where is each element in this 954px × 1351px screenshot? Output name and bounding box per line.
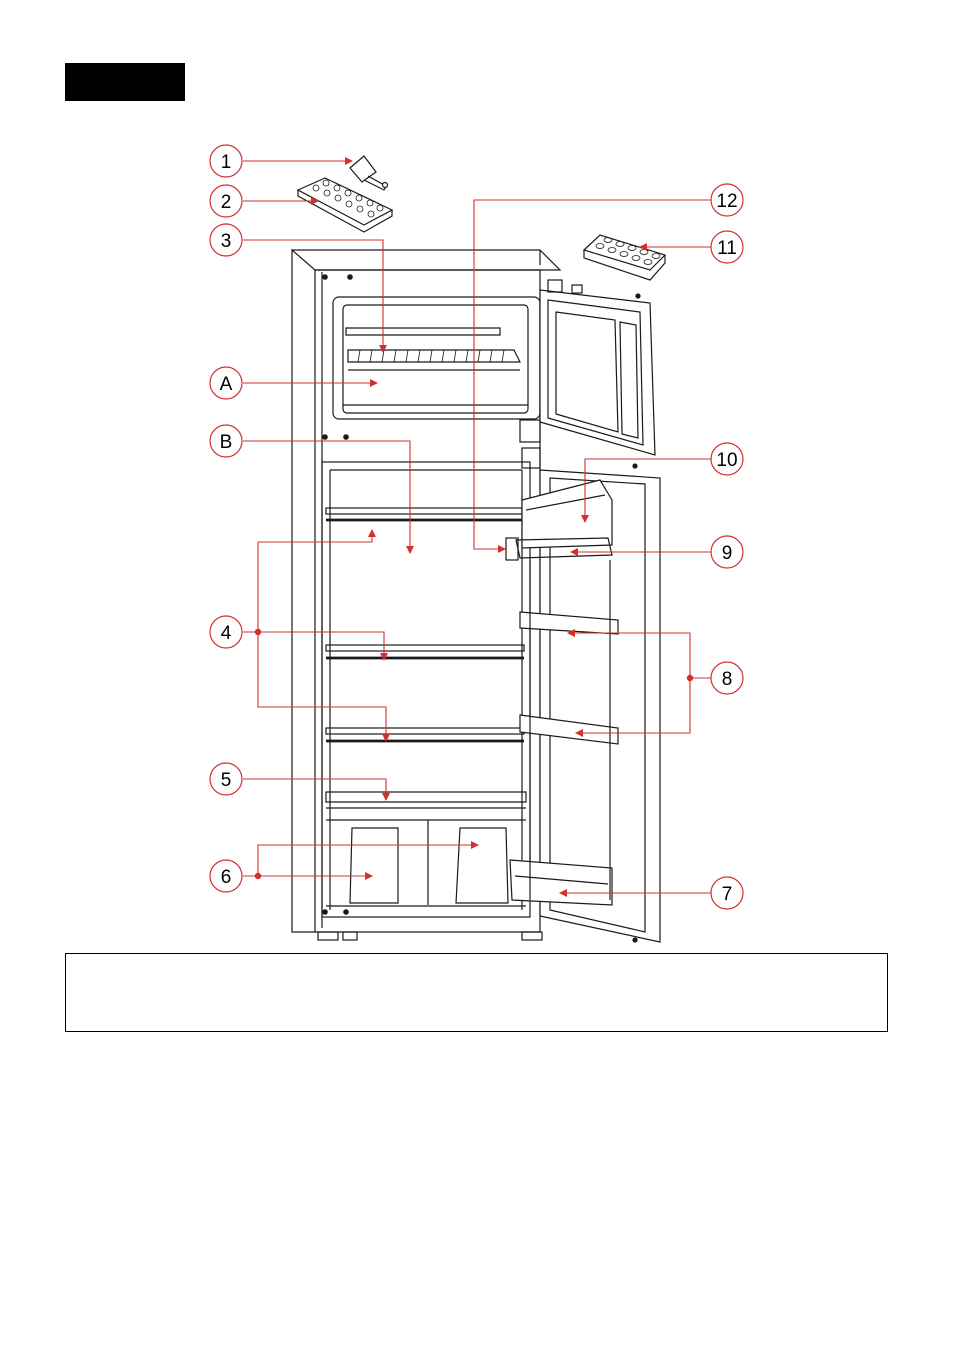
callout-6: 6: [209, 859, 243, 893]
ice-scraper-icon: [349, 155, 389, 191]
section-header-block: [65, 63, 185, 101]
note-box: [65, 953, 888, 1032]
callout-5: 5: [209, 762, 243, 796]
svg-text:11: 11: [717, 238, 737, 259]
svg-text:3: 3: [221, 231, 232, 252]
svg-text:A: A: [220, 374, 233, 395]
callout-9: 9: [710, 535, 744, 569]
fridge-drawing: [291, 155, 667, 943]
ice-tray-icon: [296, 177, 394, 233]
callout-4: 4: [209, 615, 243, 649]
callout-a: A: [209, 366, 243, 400]
callout-1: 1: [209, 144, 243, 178]
callout-12: 12: [710, 183, 744, 217]
svg-text:8: 8: [722, 669, 733, 690]
thermostat-knob-icon: [505, 537, 519, 561]
svg-text:6: 6: [221, 867, 232, 888]
callout-10: 10: [710, 442, 744, 476]
callout-7: 7: [710, 876, 744, 910]
svg-text:5: 5: [221, 770, 232, 791]
callout-lines: [243, 157, 711, 897]
svg-text:10: 10: [716, 450, 737, 471]
svg-text:9: 9: [722, 543, 733, 564]
svg-text:7: 7: [722, 884, 733, 905]
svg-text:B: B: [220, 432, 233, 453]
svg-text:4: 4: [221, 623, 232, 644]
svg-text:12: 12: [716, 191, 737, 212]
callout-b: B: [209, 424, 243, 458]
callout-3: 3: [209, 223, 243, 257]
callout-11: 11: [710, 230, 744, 264]
callout-junction-dots: [254, 628, 694, 880]
egg-tray-icon: [582, 234, 667, 281]
svg-text:2: 2: [221, 192, 232, 213]
svg-text:1: 1: [221, 152, 232, 173]
callout-8: 8: [710, 661, 744, 695]
callout-2: 2: [209, 184, 243, 218]
